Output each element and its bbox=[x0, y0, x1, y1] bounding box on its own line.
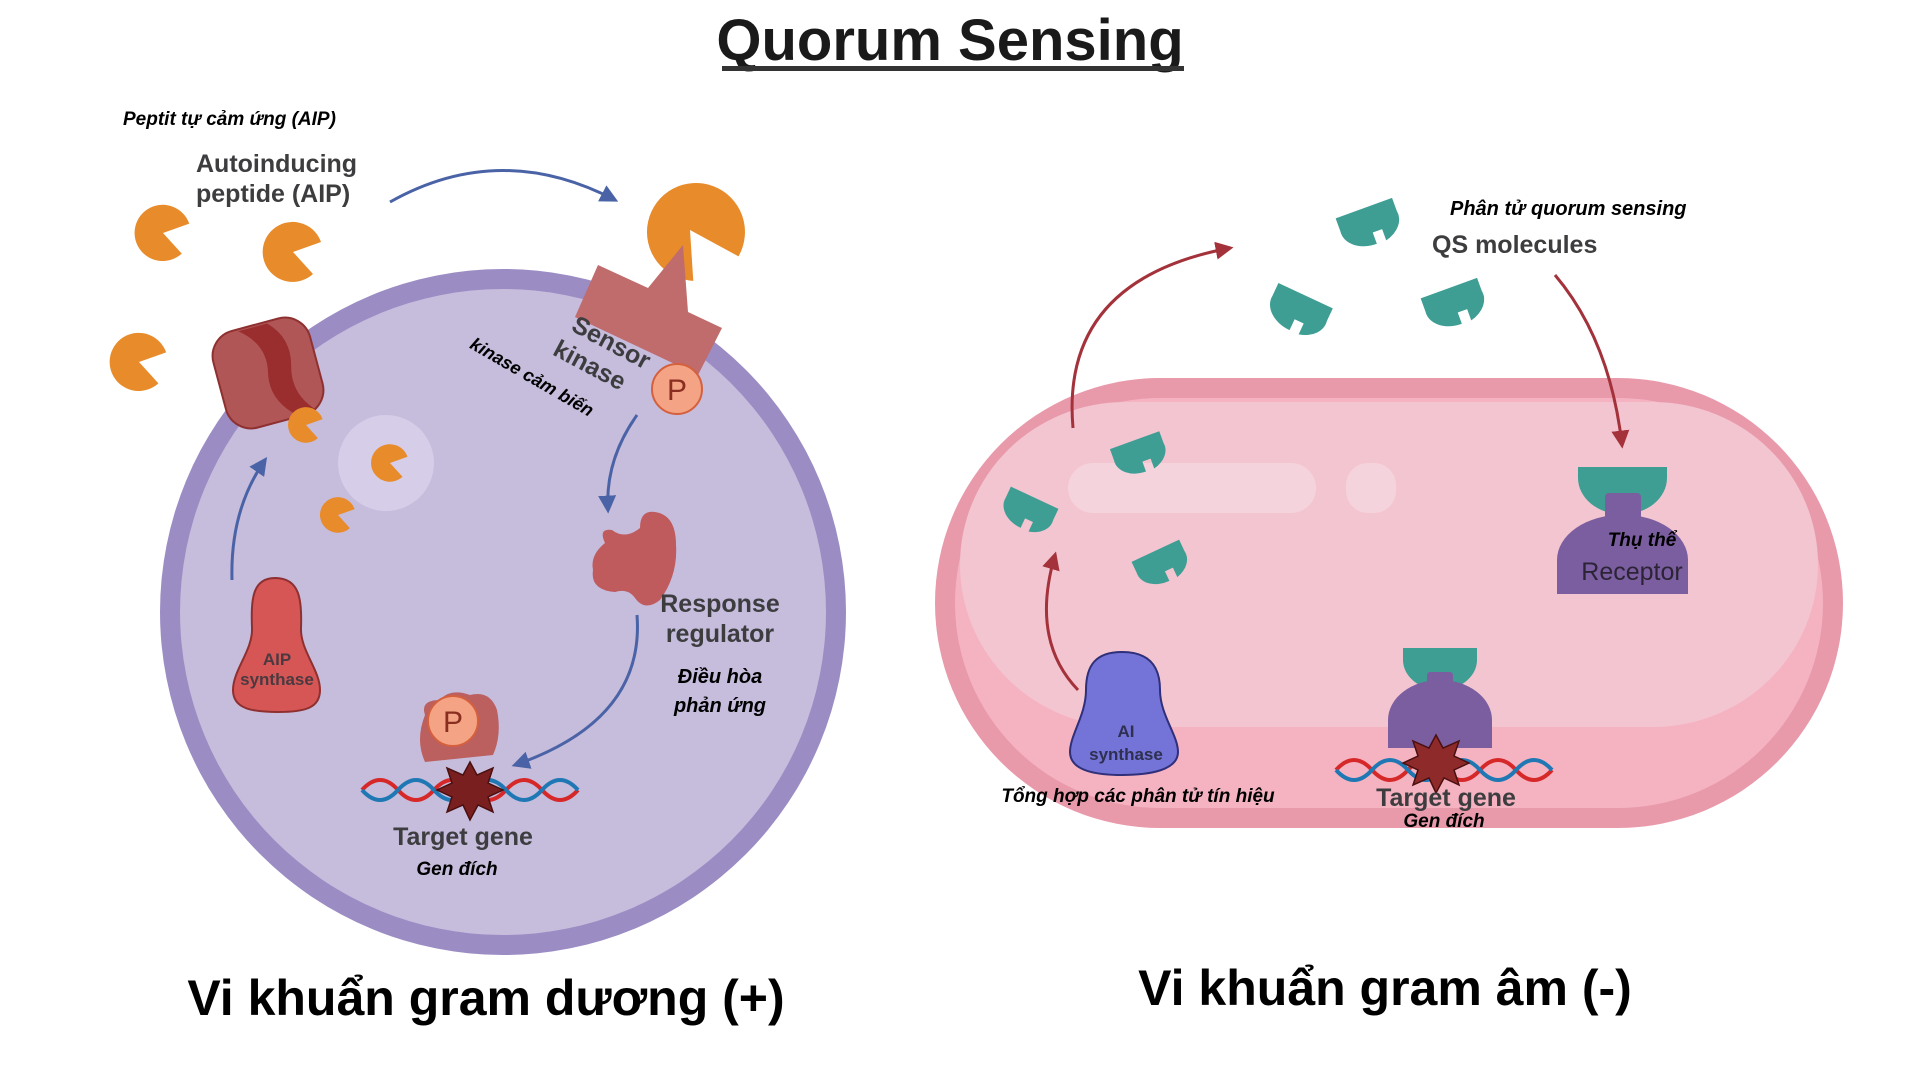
aip-molecule-icon bbox=[262, 221, 321, 282]
phosphate-label: P bbox=[667, 374, 687, 407]
title-group: Quorum Sensing bbox=[716, 8, 1184, 73]
import-arrow bbox=[1553, 274, 1630, 449]
sensor-to-regulator-arrow bbox=[598, 414, 639, 514]
gram-positive-caption: Vi khuẩn gram dương (+) bbox=[187, 970, 784, 1026]
ai-synthase-label-line2: synthase bbox=[1089, 745, 1163, 764]
qs-label-vi: Phân tử quorum sensing bbox=[1450, 198, 1687, 220]
phosphate-icon bbox=[651, 363, 703, 415]
target-gene-label-vi: Gen đích bbox=[1403, 811, 1484, 832]
response-regulator-label-line2: regulator bbox=[666, 620, 775, 648]
gram-negative-caption: Vi khuẩn gram âm (-) bbox=[1138, 960, 1632, 1016]
regulator-to-gene-arrow bbox=[511, 614, 639, 769]
aip-transporter-icon bbox=[211, 316, 325, 430]
title-underline bbox=[722, 66, 1184, 71]
receptor-icon bbox=[1557, 467, 1688, 594]
aip-synthase-label-line2: synthase bbox=[240, 670, 314, 689]
ai-synthase-icon bbox=[1068, 650, 1180, 777]
synthase-to-qs-arrow bbox=[1042, 551, 1080, 692]
target-gene-label: Target gene bbox=[1376, 784, 1516, 812]
gram-negative-panel: Phân tử quorum sensing QS molecules Thụ … bbox=[935, 197, 1843, 1016]
synthase-to-transporter-arrow bbox=[230, 457, 268, 581]
receptor-label-en: Receptor bbox=[1581, 558, 1682, 586]
page-title: Quorum Sensing bbox=[716, 8, 1183, 73]
gram-positive-panel: Peptit tự cảm ứng (AIP) Autoinducing pep… bbox=[109, 109, 846, 1026]
target-gene-label: Target gene bbox=[393, 823, 533, 851]
aip-synthase-label-line1: AIP bbox=[263, 650, 291, 669]
aip-molecule-icon bbox=[134, 204, 190, 262]
aip-molecule-icon bbox=[109, 332, 167, 391]
gene-bound-receptor-icon bbox=[1388, 648, 1492, 748]
response-regulator-label-line1: Response bbox=[660, 590, 780, 618]
export-arrow bbox=[1070, 241, 1234, 429]
qs-molecule-icon bbox=[1262, 282, 1334, 343]
plasmid-highlight bbox=[1346, 463, 1396, 513]
phosphate-icon bbox=[427, 695, 479, 747]
plasmid-highlight bbox=[1068, 463, 1316, 513]
gene-activation-icon bbox=[1401, 733, 1471, 795]
gene-activation-icon bbox=[435, 760, 505, 822]
aip-label-en-line1: Autoinducing bbox=[196, 150, 357, 178]
response-regulator-icon bbox=[592, 511, 677, 606]
qs-label-en: QS molecules bbox=[1432, 231, 1597, 259]
ai-synthase-label-vi: Tổng hợp các phân tử tín hiệu bbox=[1001, 786, 1275, 807]
ai-synthase-label-line1: AI bbox=[1118, 722, 1135, 741]
aip-to-sensor-arrow bbox=[389, 169, 619, 204]
response-regulator-label-vi-line2: phản ứng bbox=[673, 695, 766, 717]
receptor-label-vi: Thụ thể bbox=[1608, 530, 1678, 551]
aip-synthase-icon bbox=[231, 576, 322, 714]
qs-molecule-icon bbox=[1420, 277, 1491, 335]
sensor-kinase-icon bbox=[575, 245, 722, 375]
aip-label-en-line2: peptide (AIP) bbox=[196, 180, 350, 208]
aip-bound-icon bbox=[646, 182, 745, 281]
qs-molecule-icon bbox=[1335, 197, 1406, 255]
response-regulator-label-vi-line1: Điều hòa bbox=[678, 666, 762, 688]
aip-label-vi: Peptit tự cảm ứng (AIP) bbox=[123, 109, 336, 130]
target-gene-label-vi: Gen đích bbox=[416, 859, 497, 880]
phosphate-label: P bbox=[443, 706, 463, 739]
